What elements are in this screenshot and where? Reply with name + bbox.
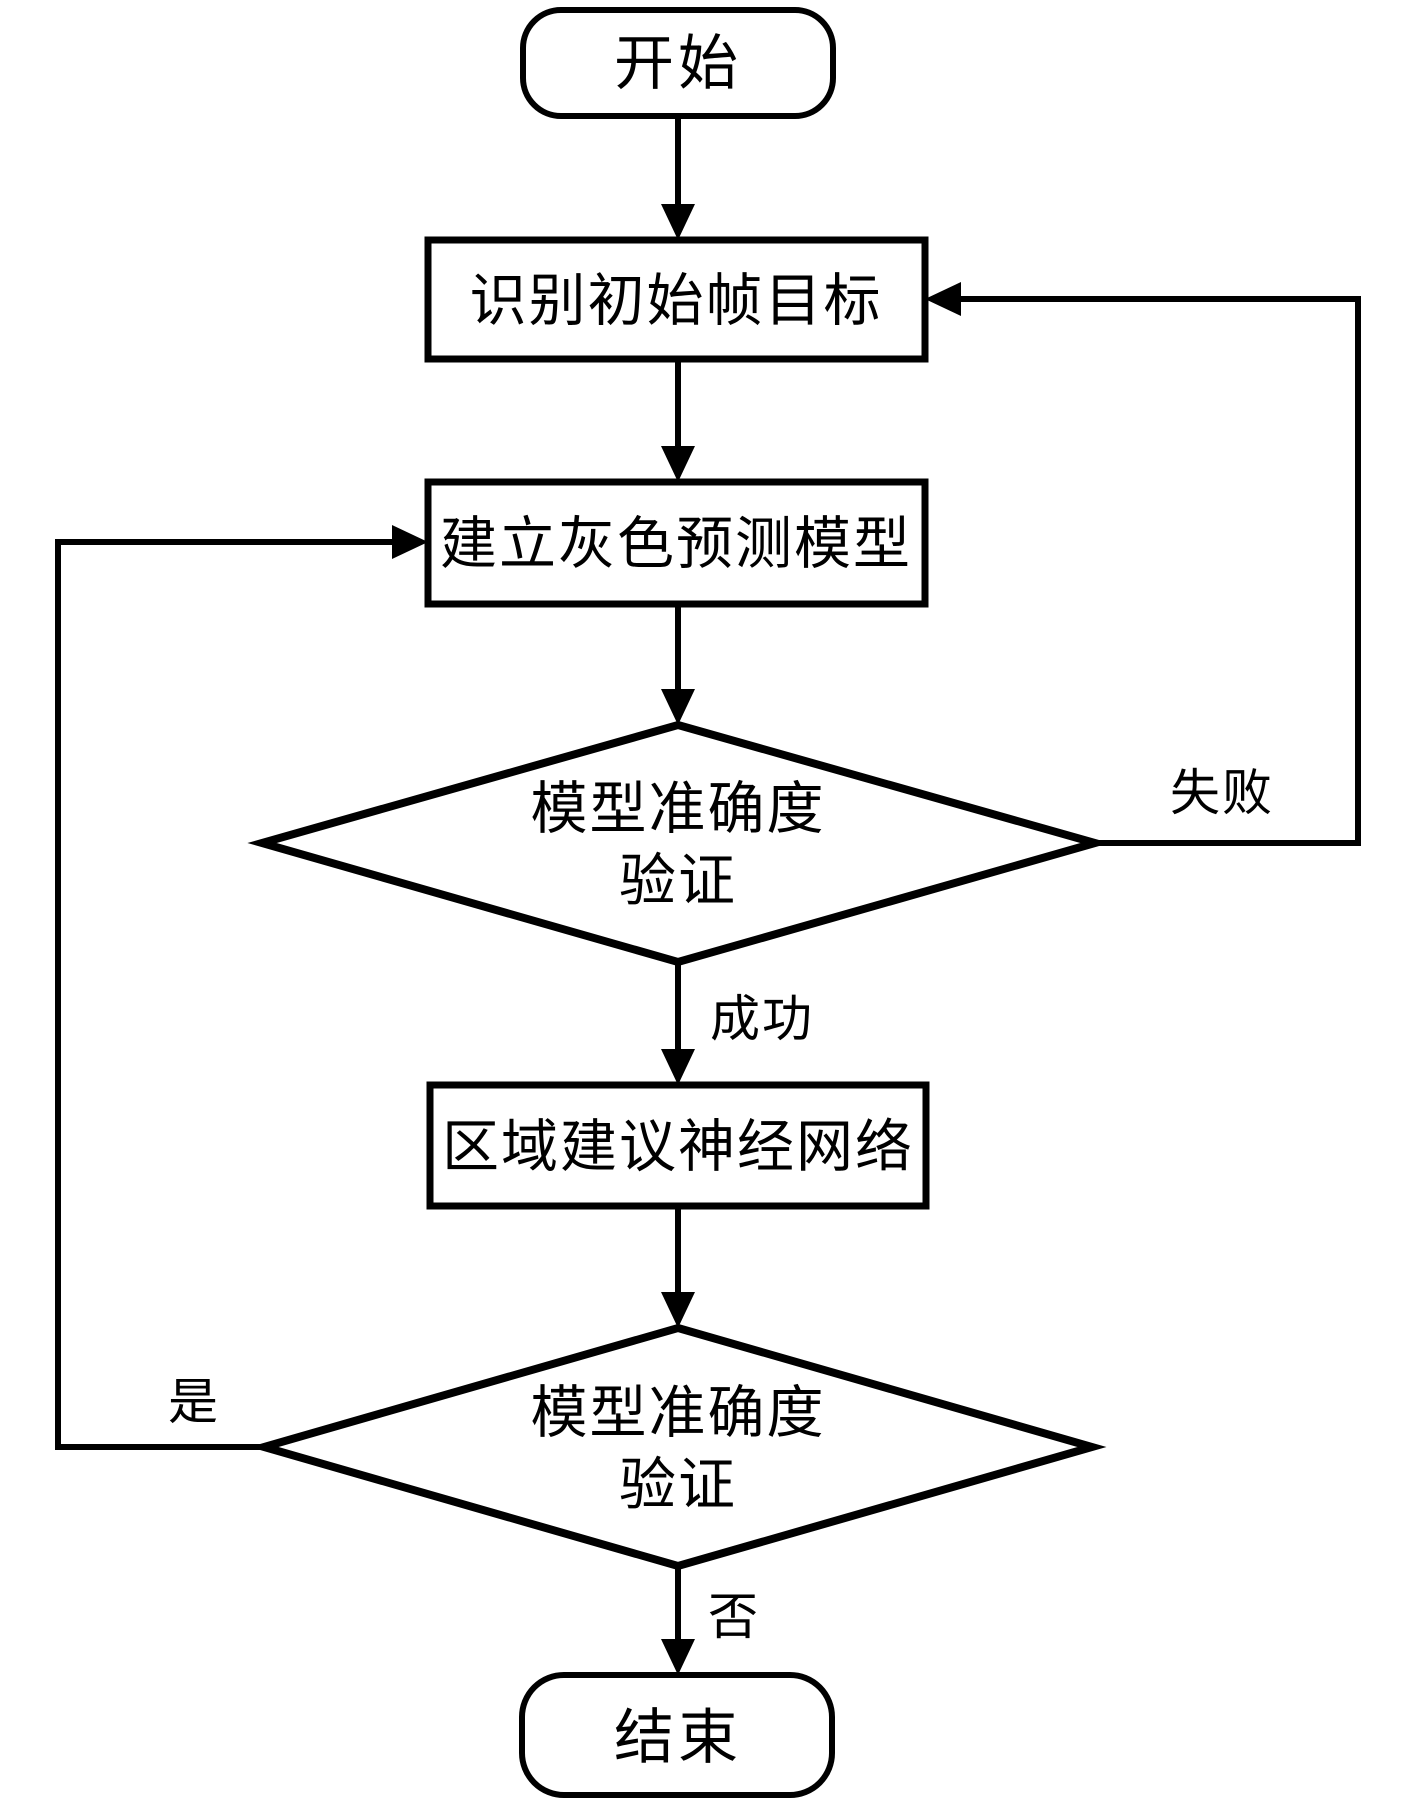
arrowhead-down-icon — [661, 204, 695, 240]
edge-label-success: 成功 — [710, 991, 814, 1047]
decision1-label-line2: 验证 — [619, 850, 737, 913]
node-end: 结束 — [519, 1672, 835, 1798]
step3-label: 区域建议神经网络 — [442, 1116, 914, 1179]
node-step3: 区域建议神经网络 — [426, 1081, 930, 1210]
step1-label: 识别初始帧目标 — [470, 270, 883, 333]
decision1-label-line1: 模型准确度 — [531, 778, 826, 841]
end-terminator-shape — [519, 1672, 835, 1798]
edge-label-fail: 失败 — [1170, 765, 1274, 821]
edge-decision2-yes-loop — [55, 539, 392, 1450]
node-decision1: 模型准确度 验证 — [247, 720, 1110, 967]
step2-label: 建立灰色预测模型 — [440, 513, 912, 576]
start-label: 开始 — [614, 31, 742, 97]
start-terminator-shape — [520, 7, 836, 119]
arrowhead-down-icon — [661, 1292, 695, 1328]
node-step1: 识别初始帧目标 — [424, 236, 929, 363]
step1-process-shape — [424, 236, 929, 363]
node-step2: 建立灰色预测模型 — [424, 478, 929, 608]
arrowhead-down-icon — [661, 1049, 695, 1085]
arrowhead-down-icon — [661, 1639, 695, 1675]
arrowhead-left-icon — [925, 282, 961, 316]
arrowhead-down-icon — [661, 446, 695, 482]
edge-labels: 失败 成功 是 否 — [168, 765, 1274, 1645]
edge-decision1-fail-loop — [961, 296, 1361, 846]
edge-label-yes: 是 — [168, 1374, 220, 1430]
node-decision2: 模型准确度 验证 — [249, 1323, 1107, 1571]
arrowhead-down-icon — [661, 689, 695, 725]
end-label: 结束 — [614, 1705, 742, 1771]
decision1-diamond-shape — [247, 720, 1110, 967]
step3-process-shape — [426, 1081, 930, 1210]
decision2-label-line2: 验证 — [619, 1454, 737, 1517]
edge-label-no: 否 — [708, 1589, 760, 1645]
decision2-diamond-shape — [249, 1323, 1107, 1571]
connectors — [55, 116, 1361, 1675]
decision2-label-line1: 模型准确度 — [531, 1382, 826, 1445]
node-start: 开始 — [520, 7, 836, 119]
step2-process-shape — [424, 478, 929, 608]
arrowhead-right-icon — [392, 525, 428, 559]
